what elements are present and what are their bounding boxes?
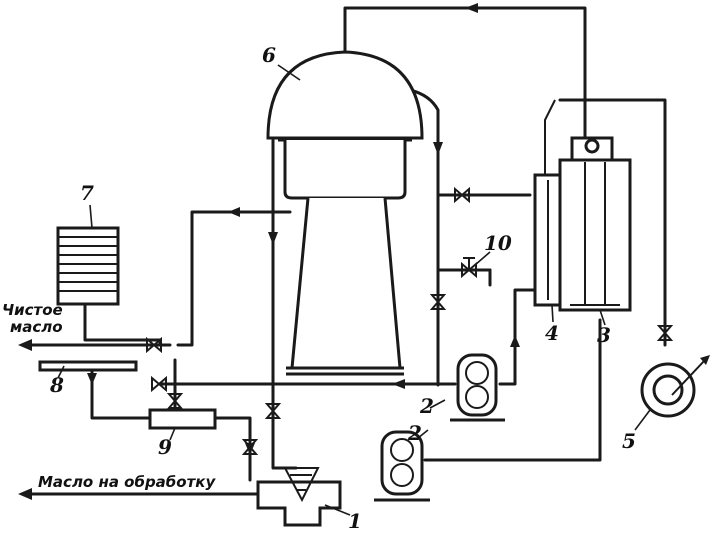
condenser-left-loop	[544, 99, 556, 175]
filter9-inlet	[90, 366, 152, 420]
leader-lines	[57, 64, 651, 516]
dome-cap	[266, 50, 424, 140]
valve-main-left	[151, 375, 167, 393]
heater-return-pipe	[176, 210, 292, 347]
flow-arrows	[18, 3, 520, 500]
pump2u-gear-a	[465, 361, 489, 385]
valve-dome-line	[429, 294, 447, 310]
pump5-inner	[652, 374, 684, 406]
condenser-right-loop	[558, 98, 667, 347]
callout-1: 1	[348, 509, 362, 533]
valves	[146, 186, 674, 455]
labels: Чистое масло Масло на обработку	[2, 301, 216, 491]
condenser-top-port	[584, 138, 600, 154]
arrow-heater-return	[228, 207, 240, 217]
callout-6: 6	[262, 43, 276, 67]
valve-pump5	[656, 325, 674, 341]
arrow-cooler-down	[87, 373, 97, 385]
label-clean-oil-2: масло	[10, 318, 63, 336]
filter1-mesh	[283, 467, 320, 503]
valve-riser	[166, 393, 184, 409]
clean-oil-pipe	[83, 303, 162, 347]
vacuum-apparatus-6	[266, 50, 424, 376]
valve-10-stem	[463, 257, 475, 270]
condenser-unit	[533, 99, 632, 312]
pump2l-gear-b	[390, 463, 414, 487]
filter9-outlet	[213, 416, 252, 482]
valve-filter9-out	[241, 439, 259, 455]
cooler7-body	[56, 226, 120, 306]
arrow-top	[465, 3, 478, 13]
valve-top-condenser	[454, 186, 470, 204]
arrow-left-down	[268, 232, 278, 245]
pump-5	[640, 355, 710, 418]
arrow-treatment	[18, 488, 32, 500]
pump5-leader-arrow	[671, 359, 706, 396]
callout-7: 7	[80, 181, 94, 205]
label-clean-oil-1: Чистое	[2, 301, 63, 319]
pump-2-upper	[450, 353, 505, 422]
callout-3: 3	[597, 323, 611, 347]
plate-8	[38, 360, 138, 372]
callout-8: 8	[49, 373, 64, 397]
arrow-filter-down	[245, 443, 255, 455]
callout-10: 10	[484, 231, 512, 255]
callout-2-upper: 2	[419, 394, 434, 418]
callout-4: 4	[545, 321, 559, 345]
valve-left-downcomer	[264, 403, 282, 419]
pipelines	[28, 6, 667, 496]
pump-2-lower	[374, 430, 430, 502]
filter-9	[148, 408, 217, 430]
arrow-spout	[433, 142, 443, 155]
pump2u-gear-b	[465, 385, 489, 409]
condenser3-drain	[423, 318, 602, 462]
cooler7-fins	[58, 236, 118, 292]
callouts: 6 7 8 9 10 2 2 4 3 5 1	[49, 43, 636, 533]
callout-9: 9	[158, 435, 172, 459]
column-body	[290, 197, 402, 370]
arrow-main	[392, 379, 405, 389]
arrow-clean-oil	[18, 339, 32, 351]
upper-vessel	[283, 140, 407, 200]
callout-2-lower: 2	[407, 421, 422, 445]
cooler-7	[56, 226, 120, 306]
arrow-pump-up	[510, 335, 520, 347]
mesh-filter-1	[256, 467, 342, 527]
filter1-housing	[256, 480, 342, 527]
filter1-mesh-x1	[290, 474, 312, 491]
pump2l-gear-a	[390, 438, 414, 462]
pump5-arrowhead	[700, 355, 710, 365]
valve-clean-oil	[146, 336, 162, 354]
callout-5: 5	[622, 429, 636, 453]
label-oil-to-treatment: Масло на обработку	[38, 473, 216, 491]
condenser-3	[558, 158, 632, 312]
